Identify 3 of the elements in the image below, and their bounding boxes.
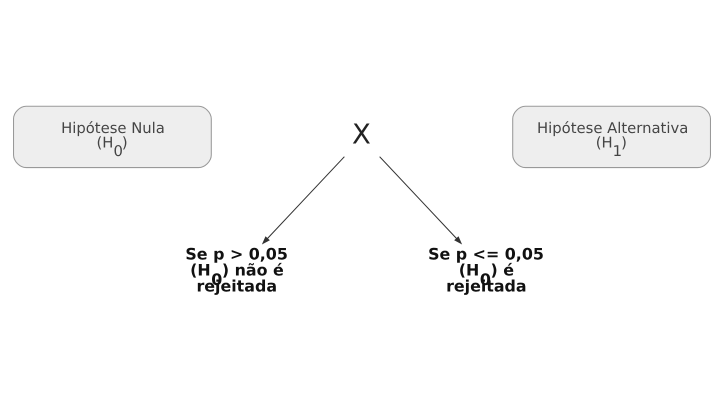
arrow bbox=[262, 156, 345, 244]
arrow bbox=[379, 156, 462, 244]
node-text: X bbox=[352, 118, 371, 151]
